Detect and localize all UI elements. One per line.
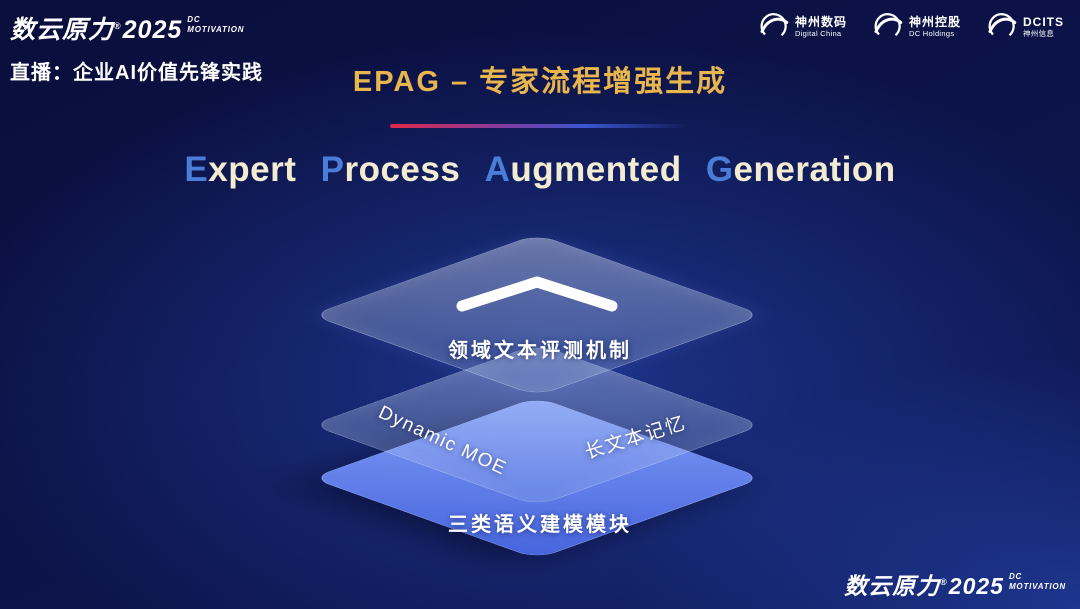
chevron-up-icon [452,272,622,316]
title-divider [390,124,690,128]
partner-text: 神州数码 Digital China [794,14,847,38]
brand-name: 数云原力®2025 [844,567,1004,601]
subtitle-word: Augmented [484,150,682,189]
layer-bottom-label: 三类语义建模模块 [448,514,632,536]
partner-dcits: DCITS 神州信息 [987,12,1064,42]
brand-text: 数云原力 [844,573,941,599]
brand-name: 数云原力®2025 [10,10,182,46]
layer-top-label: 领域文本评测机制 [448,340,632,362]
subtitle-word: Expert [184,150,297,189]
partner-logos: 神州数码 Digital China 神州控股 DC Holdings [759,12,1064,42]
partner-name: 神州数码 [794,14,847,29]
brand-logo-bottom-right: 数云原力®2025 DC MOTIVATION [844,567,1066,601]
swoosh-circle-icon [759,12,789,42]
live-label: 直播：企业AI价值先锋实践 [10,62,263,84]
brand-sub-line1: DC [1008,572,1023,581]
brand-year: 2025 [948,573,1004,599]
brand-sub-line1: DC [187,15,201,24]
partner-subname: Digital China [794,28,842,38]
partner-text: 神州控股 DC Holdings [908,14,961,38]
partner-name: 神州控股 [908,14,961,29]
subtitle-word: Process [320,150,461,189]
subtitle-english: Expert Process Augmented Generation [0,150,1080,190]
swoosh-circle-icon [873,12,903,42]
brand-subtext: DC MOTIVATION [1009,572,1066,592]
partner-subname: 神州信息 [1023,28,1055,38]
partner-digital-china: 神州数码 Digital China [759,12,847,42]
brand-year: 2025 [122,16,183,44]
brand-text: 数云原力 [10,16,115,44]
registered-mark: ® [114,20,122,31]
brand-subtext: DC MOTIVATION [187,15,244,35]
brand-sub-line2: MOTIVATION [1008,582,1066,591]
page-title: EPAG – 专家流程增强生成 [352,66,728,98]
partner-dc-holdings: 神州控股 DC Holdings [873,12,961,42]
swoosh-circle-icon [987,12,1017,42]
subtitle-word: Generation [705,150,896,189]
registered-mark: ® [940,577,948,588]
partner-text: DCITS 神州信息 [1023,14,1064,38]
partner-subname: DC Holdings [908,28,955,38]
partner-name: DCITS [1023,14,1064,29]
brand-logo-top-left: 数云原力®2025 DC MOTIVATION [10,10,244,46]
brand-sub-line2: MOTIVATION [187,25,245,34]
